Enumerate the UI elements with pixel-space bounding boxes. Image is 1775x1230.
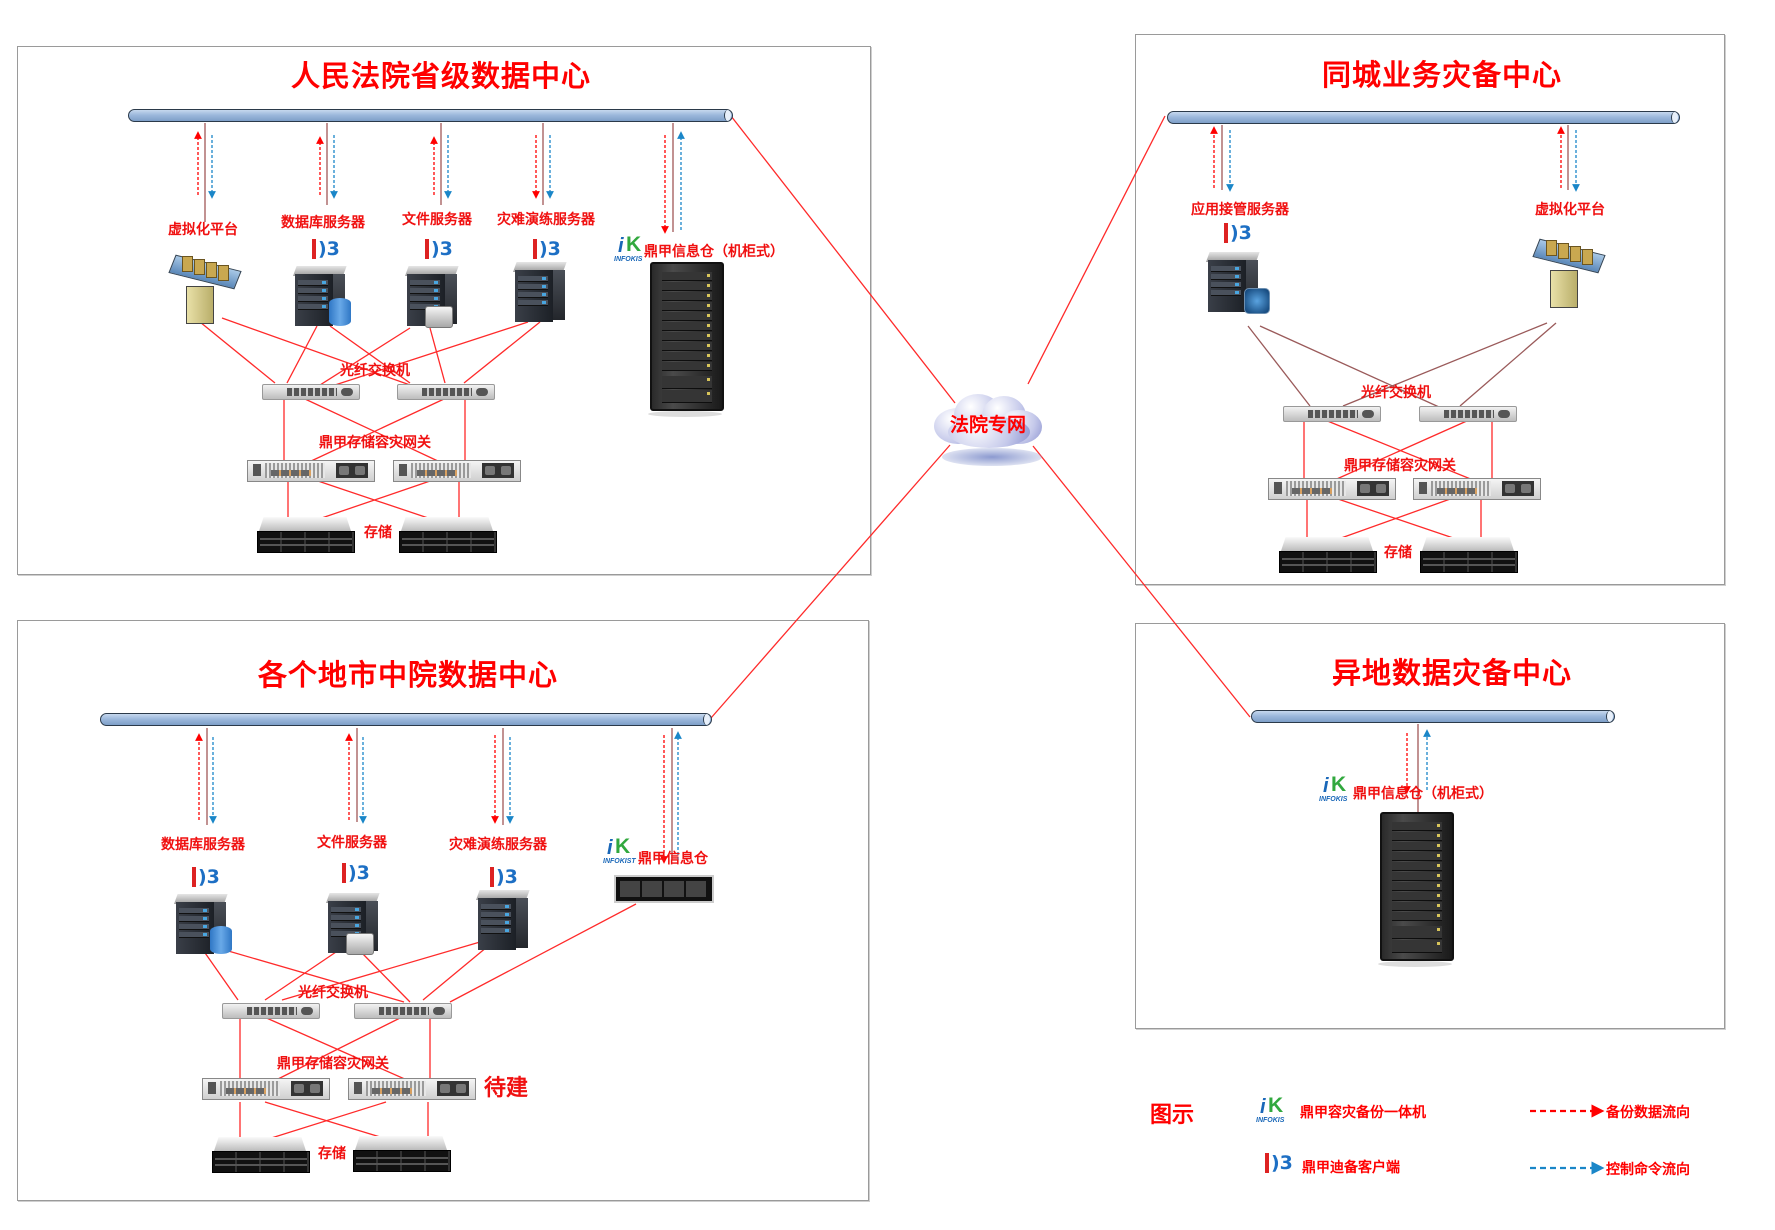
provincial-node-label-file: 文件服务器 <box>402 212 472 228</box>
db-client-icon: )3 <box>533 238 561 260</box>
remote-node-label-cabinet: 鼎甲信息仓（机柜式） <box>1353 786 1493 802</box>
storage-dr-gateway-icon <box>1268 478 1396 500</box>
fibre-switch-icon <box>222 1003 320 1019</box>
remote-center-title: 异地数据灾备中心 <box>1331 656 1573 690</box>
fibre-switch-icon <box>354 1003 452 1019</box>
provincial-node-label-database: 数据库服务器 <box>281 215 365 231</box>
provincial-node-label-virtualization: 虚拟化平台 <box>168 222 238 238</box>
db-client-icon: )3 <box>1265 1152 1293 1174</box>
network-label: 法院专网 <box>949 414 1026 436</box>
infokis-cabinet-icon <box>648 262 724 417</box>
database-cylinder-icon <box>210 926 232 954</box>
storage-array-icon <box>257 517 355 553</box>
db-client-icon: )3 <box>490 866 518 888</box>
drill-server-icon <box>513 262 567 324</box>
same-city-gateway-label: 鼎甲存储容灾网关 <box>1344 458 1456 474</box>
same-city-node-label-virtualization: 虚拟化平台 <box>1535 202 1605 218</box>
storage-dr-gateway-icon <box>348 1078 476 1100</box>
municipal-node-label-infokis-vault: 鼎甲信息仓 <box>638 851 708 867</box>
remote-backbone-pipe <box>1251 710 1615 723</box>
database-cylinder-icon <box>329 298 351 326</box>
database-server-icon <box>174 894 232 956</box>
legend-item-control-flow: 控制命令流向 <box>1606 1162 1690 1178</box>
infokis-vault-appliance-icon <box>614 875 714 903</box>
folder-icon <box>425 306 453 328</box>
storage-array-icon <box>1420 537 1518 573</box>
municipal-gateway-label: 鼎甲存储容灾网关 <box>277 1056 389 1072</box>
same-city-storage-label: 存储 <box>1384 545 1412 561</box>
storage-dr-gateway-icon <box>202 1078 330 1100</box>
storage-array-icon <box>353 1136 451 1172</box>
db-client-icon: )3 <box>342 862 370 884</box>
same-city-switch-label: 光纤交换机 <box>1361 385 1431 401</box>
legend-item-appliance: 鼎甲容灾备份一体机 <box>1300 1105 1426 1121</box>
database-server-icon <box>293 266 351 328</box>
app-store-icon <box>1244 288 1270 314</box>
municipal-storage-label: 存储 <box>318 1146 346 1162</box>
storage-array-icon <box>399 517 497 553</box>
pending-build-label: 待建 <box>484 1076 529 1101</box>
storage-dr-gateway-icon <box>1413 478 1541 500</box>
fibre-switch-icon <box>1419 406 1517 422</box>
storage-dr-gateway-icon <box>393 460 521 482</box>
app-takeover-server-icon <box>1206 252 1270 314</box>
municipal-node-label-database: 数据库服务器 <box>161 837 245 853</box>
fibre-switch-icon <box>397 384 495 400</box>
municipal-center-box <box>17 620 869 1201</box>
db-client-icon: )3 <box>425 238 453 260</box>
folder-icon <box>346 933 374 955</box>
provincial-node-label-cabinet: 鼎甲信息仓（机柜式） <box>644 244 784 260</box>
legend-title: 图示 <box>1150 1103 1195 1128</box>
municipal-center-title: 各个地市中院数据中心 <box>257 658 559 692</box>
storage-array-icon <box>212 1137 310 1173</box>
legend-item-client: 鼎甲迪备客户端 <box>1302 1160 1400 1176</box>
db-client-icon: )3 <box>1224 222 1252 244</box>
file-server-icon <box>405 266 459 328</box>
same-city-center-title: 同城业务灾备中心 <box>1321 58 1563 92</box>
fibre-switch-icon <box>262 384 360 400</box>
fibre-switch-icon <box>1283 406 1381 422</box>
drill-server-icon <box>476 890 530 952</box>
legend-item-backup-flow: 备份数据流向 <box>1606 1105 1690 1121</box>
storage-array-icon <box>1279 537 1377 573</box>
municipal-switch-label: 光纤交换机 <box>298 985 368 1001</box>
storage-dr-gateway-icon <box>247 460 375 482</box>
municipal-backbone-pipe <box>100 713 712 726</box>
db-client-icon: )3 <box>192 866 220 888</box>
virtualization-platform-icon <box>168 254 242 326</box>
infokis-cabinet-icon <box>1378 812 1454 967</box>
court-private-network-cloud: 法院专网 <box>932 390 1044 466</box>
provincial-center-title: 人民法院省级数据中心 <box>290 59 592 93</box>
same-city-backbone-pipe <box>1167 111 1680 124</box>
provincial-switch-label: 光纤交换机 <box>340 363 410 379</box>
provincial-storage-label: 存储 <box>364 525 392 541</box>
provincial-backbone-pipe <box>128 109 733 122</box>
provincial-node-label-drill: 灾难演练服务器 <box>497 212 595 228</box>
municipal-node-label-drill: 灾难演练服务器 <box>449 837 547 853</box>
municipal-node-label-file: 文件服务器 <box>317 835 387 851</box>
provincial-gateway-label: 鼎甲存储容灾网关 <box>319 435 431 451</box>
same-city-node-label-app-takeover: 应用接管服务器 <box>1191 202 1289 218</box>
virtualization-platform-icon <box>1532 238 1606 310</box>
db-client-icon: )3 <box>312 238 340 260</box>
file-server-icon <box>326 893 380 955</box>
